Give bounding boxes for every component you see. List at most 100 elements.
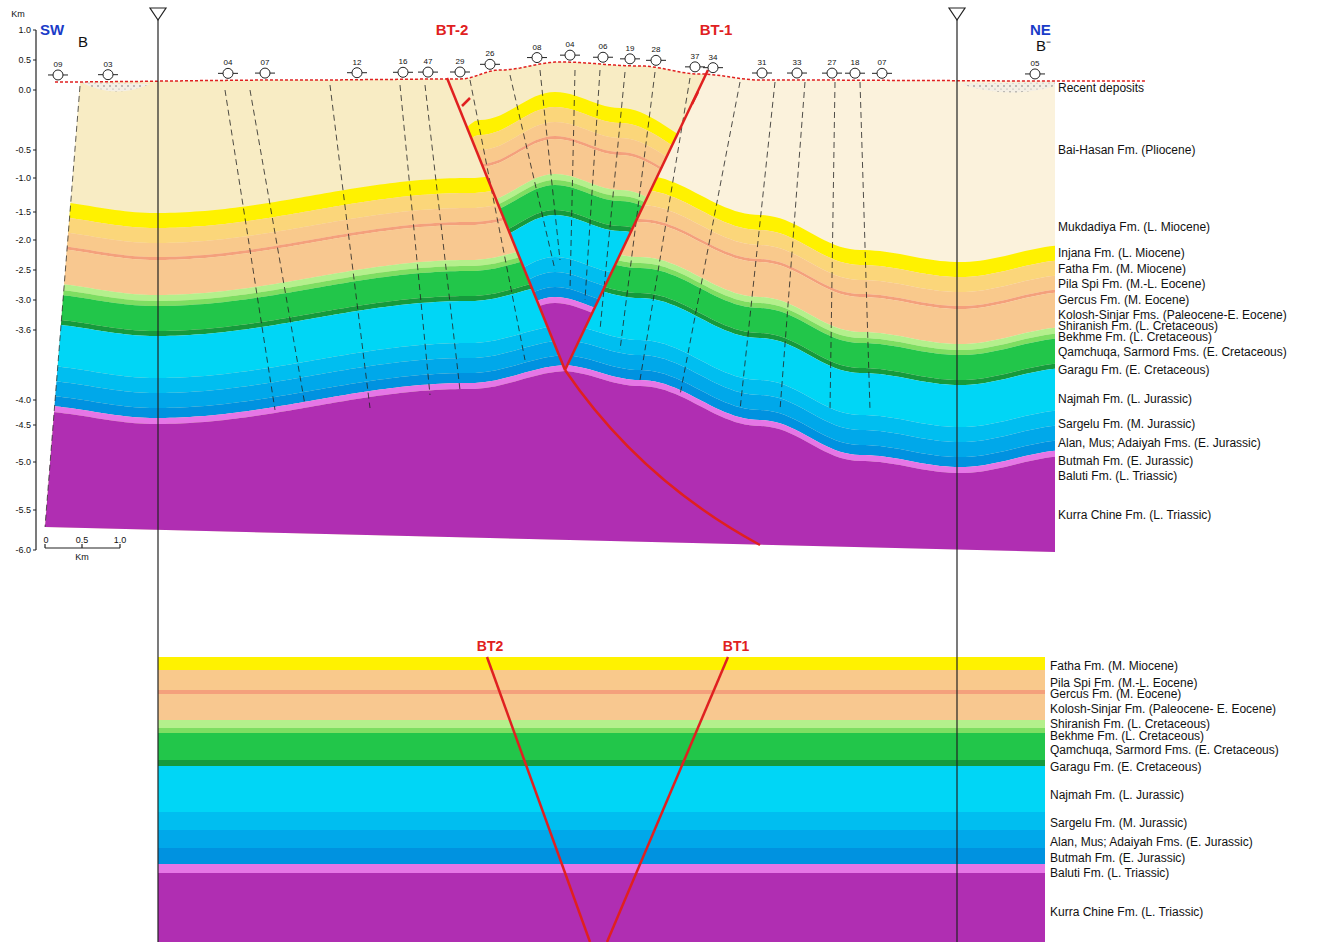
formation-name: Sargelu Fm. (M. Jurassic) [1050,817,1187,830]
station-number: 07 [878,58,887,67]
axis-tick [33,240,36,241]
station-number: 06 [599,42,608,51]
axis-value: -0.5 [15,145,31,155]
axis-value: -5.0 [15,457,31,467]
dip-line [330,85,370,408]
station-marker [423,67,433,77]
axis-tick [33,90,36,91]
formation-band [158,848,1045,864]
formation-name: Kurra Chine Fm. (L. Triassic) [1058,509,1211,522]
station-marker [827,68,837,78]
fault-label: BT1 [723,639,749,654]
station-number: 33 [793,58,802,67]
formation-name: Kurra Chine Fm. (L. Triassic) [1050,906,1203,919]
station-number: 09 [54,59,63,68]
axis-value: -3.6 [15,325,31,335]
formation-band [158,720,1045,728]
station-number: 05 [1031,58,1040,67]
axis-value: -4.5 [15,420,31,430]
axis-tick [33,510,36,511]
formation-name: Najmah Fm. (L. Jurassic) [1050,789,1184,802]
station-number: 34 [709,52,718,61]
dip-line [680,82,740,395]
formation-name: Garagu Fm. (E. Cretaceous) [1058,364,1209,377]
fault-label: BT-1 [700,22,733,38]
axis-tick [33,550,36,551]
scale-value: 0 [43,535,48,545]
station-number: 07 [261,58,270,67]
station-number: 12 [353,57,362,66]
formation-name: Kolosh-Sinjar Fm. (Paleocene- E. Eocene) [1050,703,1276,716]
formation-name: Butmah Fm. (E. Jurassic) [1050,852,1185,865]
station-marker [625,54,635,64]
formation-band [158,760,1045,766]
section-end: B [78,34,88,50]
formation-name: Najmah Fm. (L. Jurassic) [1058,393,1192,406]
axis-value: 1.0 [18,25,31,35]
formation-band [158,690,1045,694]
formation-band [158,812,1045,830]
station-number: 03 [104,59,113,68]
station-marker [651,55,661,65]
formation-name: Baluti Fm. (L. Triassic) [1050,867,1169,880]
station-number: 16 [399,57,408,66]
axis-value: -2.0 [15,235,31,245]
formation-band [158,657,1045,670]
axis-tick [33,425,36,426]
formation-band [158,873,1045,942]
dip-line [585,70,600,300]
formation-name: Alan, Mus; Adaiyah Fms. (E. Jurassic) [1058,437,1261,450]
station-number: 29 [456,57,465,66]
station-marker [455,67,465,77]
station-number: 37 [691,51,700,60]
formation-name: Sargelu Fm. (M. Jurassic) [1058,418,1195,431]
dip-line [570,70,575,290]
dip-line [470,80,525,360]
dip-line [540,70,560,260]
axis-unit: Km [11,9,25,19]
formation-name: Bekhme Fm. (L. Cretaceous) [1058,331,1212,344]
formation-name: Garagu Fm. (E. Cretaceous) [1050,761,1201,774]
formation-band [158,766,1045,812]
axis-tick [33,212,36,213]
formation-band [158,694,1045,720]
station-marker [708,63,718,73]
formation-name: Pila Spi Fm. (M.-L. Eocene) [1058,278,1205,291]
station-marker [398,67,408,77]
axis-tick [33,330,36,331]
dip-line [510,75,555,270]
axis-value: -2.5 [15,265,31,275]
axis-value: -1.5 [15,207,31,217]
formation-name: Baluti Fm. (L. Triassic) [1058,470,1177,483]
formation-name: Alan, Mus; Adaiyah Fms. (E. Jurassic) [1050,836,1253,849]
formation-name: Qamchuqa, Sarmord Fms. (E. Cretaceous) [1058,346,1287,359]
axis-value: 0.0 [18,85,31,95]
station-marker [1030,69,1040,79]
fault-label: BT-2 [436,22,469,38]
formation-name: Butmah Fm. (E. Jurassic) [1058,455,1193,468]
scale-value: 1.0 [114,535,127,545]
section-end: SW [40,22,64,38]
dip-line [225,90,275,410]
station-marker [260,68,270,78]
axis-value: -3.0 [15,295,31,305]
axis-value: -4.0 [15,395,31,405]
formation-band [158,864,1045,873]
station-number: 19 [626,43,635,52]
axis-value: -5.5 [15,505,31,515]
axis-tick [33,60,36,61]
station-number: 18 [851,58,860,67]
axis-value: -1.0 [15,173,31,183]
axis-tick [33,400,36,401]
dip-line [425,85,460,390]
station-marker [565,50,575,60]
station-number: 04 [224,58,233,67]
formation-name: Qamchuqa, Sarmord Fms. (E. Cretaceous) [1050,744,1279,757]
station-number: 31 [758,58,767,67]
axis-tick [33,30,36,31]
axis-tick [33,178,36,179]
axis-value: -6.0 [15,545,31,555]
station-number: 47 [424,57,433,66]
formation-name: Recent deposits [1058,82,1144,95]
